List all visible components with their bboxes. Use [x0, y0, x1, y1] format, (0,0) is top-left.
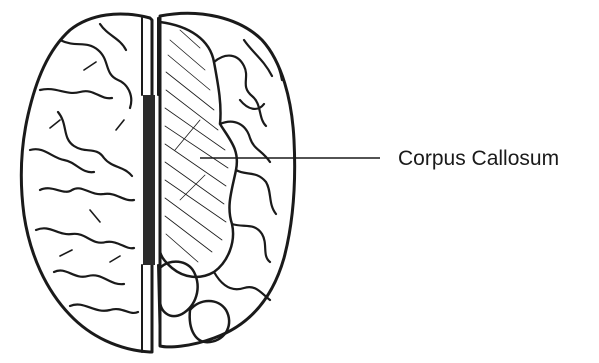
longitudinal-fissure [143, 95, 155, 265]
corpus-callosum-hatching [165, 30, 228, 262]
left-gyri [30, 24, 138, 313]
right-hemisphere-outline [160, 13, 295, 347]
lower-lobe-2 [190, 301, 229, 342]
left-hemisphere-outline [21, 14, 152, 352]
corpus-callosum-label: Corpus Callosum [398, 147, 559, 171]
